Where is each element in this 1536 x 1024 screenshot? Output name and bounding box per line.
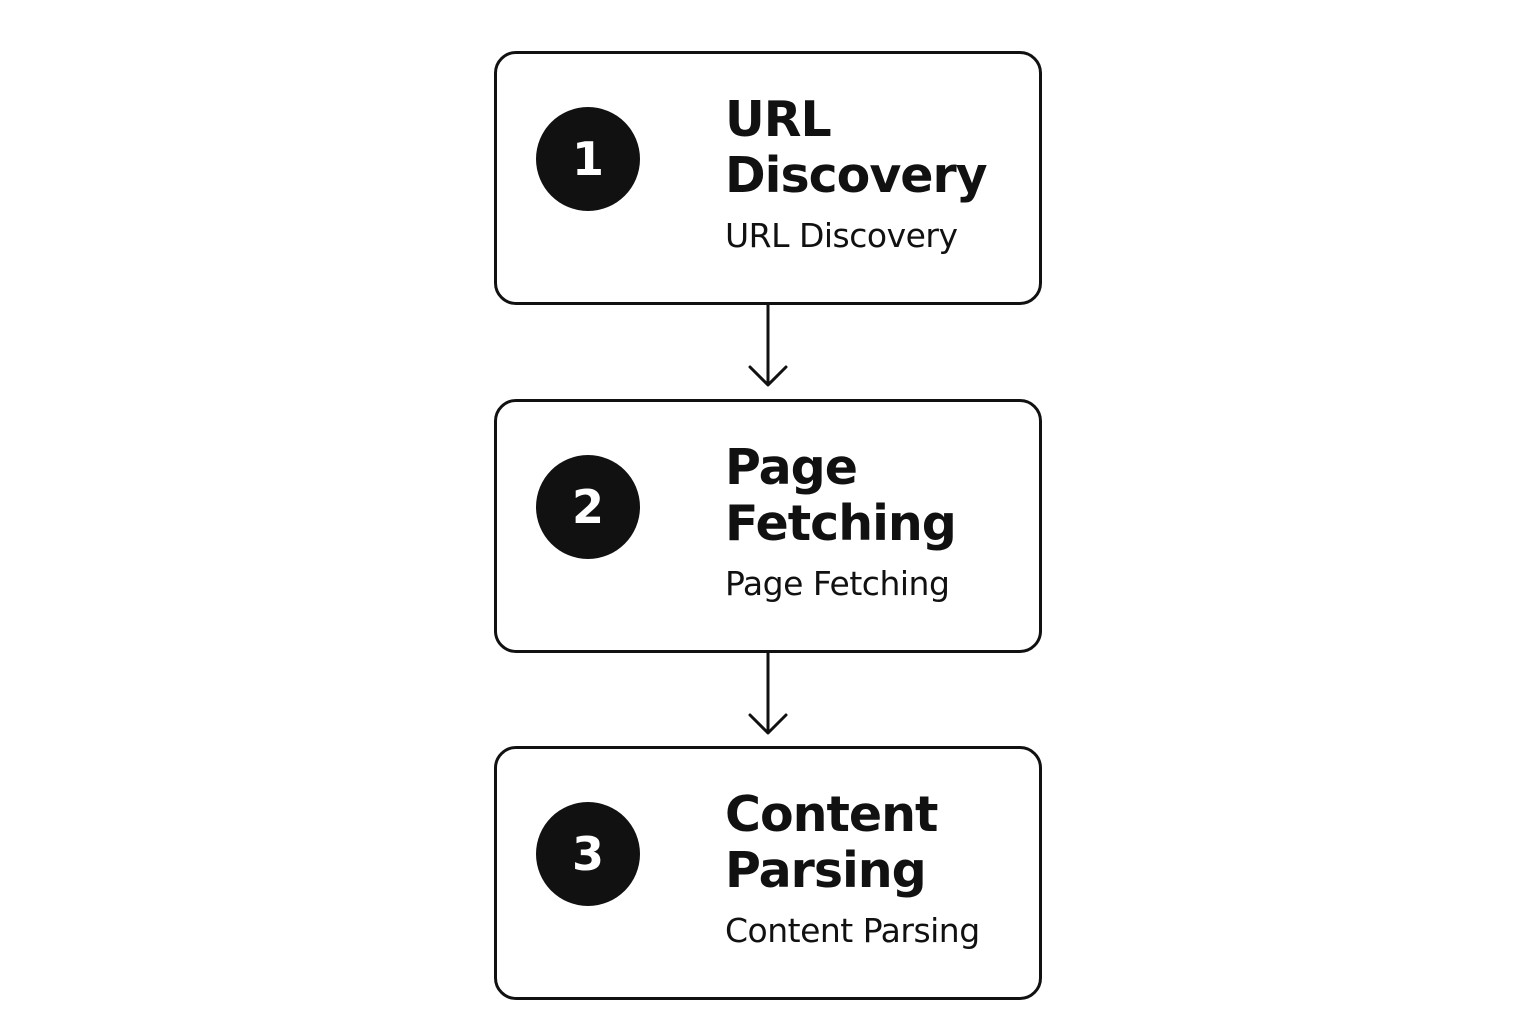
step-subtitle: Content Parsing	[725, 911, 980, 950]
step-subtitle: Page Fetching	[725, 564, 950, 603]
step-number-badge: 3	[536, 802, 640, 906]
step-card-page-fetching: 2 Page Fetching Page Fetching	[494, 399, 1042, 653]
step-subtitle: URL Discovery	[725, 216, 958, 255]
down-arrow-icon	[748, 305, 788, 387]
step-number-badge: 1	[536, 107, 640, 211]
down-arrow-icon	[748, 653, 788, 735]
step-title: URL Discovery	[725, 91, 988, 204]
step-title: Content Parsing	[725, 786, 938, 899]
step-number-badge: 2	[536, 455, 640, 559]
step-text: URL Discovery URL Discovery	[725, 92, 1025, 256]
step-title: Page Fetching	[725, 439, 957, 552]
step-card-url-discovery: 1 URL Discovery URL Discovery	[494, 51, 1042, 305]
step-card-content-parsing: 3 Content Parsing Content Parsing	[494, 746, 1042, 1000]
step-text: Page Fetching Page Fetching	[725, 440, 1025, 604]
step-text: Content Parsing Content Parsing	[725, 787, 1025, 951]
